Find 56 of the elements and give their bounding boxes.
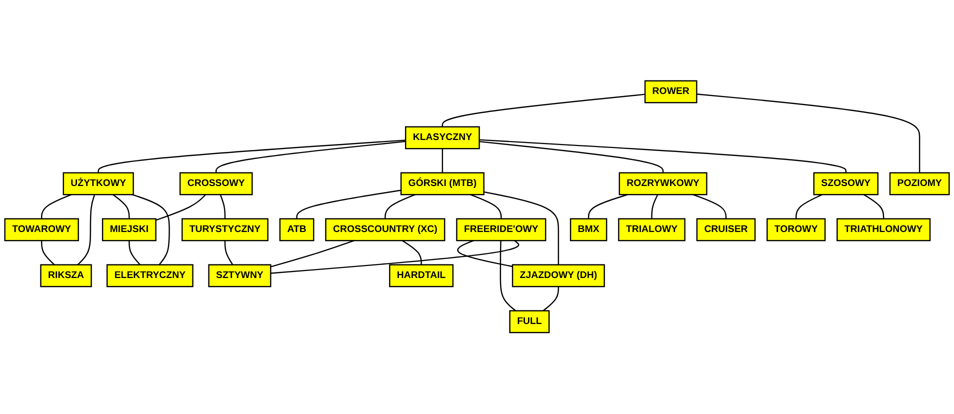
node-box: SZTYWNY <box>208 264 272 288</box>
connector <box>442 94 646 128</box>
node-box: CRUISER <box>696 218 756 242</box>
connector <box>863 194 884 220</box>
connector <box>216 141 406 174</box>
connector <box>402 240 422 266</box>
connector <box>588 194 628 220</box>
node-box: HARDTAIL <box>389 264 454 288</box>
connector <box>479 140 846 174</box>
node-box: TOROWY <box>766 218 826 242</box>
connector <box>457 240 513 268</box>
node-box: CROSSOWY <box>179 172 253 196</box>
connector <box>296 190 402 220</box>
connector <box>77 194 96 266</box>
connector <box>384 194 416 220</box>
connector <box>484 192 560 266</box>
node-box: POZIOMY <box>889 172 950 196</box>
connector <box>696 94 920 174</box>
node-box: ROZRYWKOWY <box>618 172 708 196</box>
node-box: ATB <box>279 218 314 242</box>
node-box: RIKSZA <box>40 264 92 288</box>
connector <box>500 240 516 312</box>
node-box: TURYSTYCZNY <box>182 218 268 242</box>
node-box: TRIATHLONOWY <box>836 218 931 242</box>
connector <box>224 240 234 266</box>
connector <box>479 141 664 174</box>
connector <box>442 148 444 174</box>
connector <box>470 194 502 220</box>
node-box: GÓRSKI (MTB) <box>400 172 484 196</box>
node-box: TOWAROWY <box>4 218 79 242</box>
node-box: ROWER <box>644 80 698 104</box>
connector <box>270 240 520 274</box>
node-box: ZJAZDOWY (DH) <box>512 264 605 288</box>
connector <box>795 194 823 220</box>
node-box: BMX <box>570 218 608 242</box>
node-box: UŻYTKOWY <box>62 172 134 196</box>
node-box: ELEKTRYCZNY <box>106 264 194 288</box>
connector <box>41 194 72 220</box>
connector <box>98 140 406 174</box>
connector <box>112 194 130 220</box>
connector <box>651 194 658 220</box>
connector <box>41 240 55 266</box>
connector <box>692 194 727 220</box>
connector <box>542 286 560 312</box>
node-box: SZOSOWY <box>813 172 878 196</box>
connector <box>270 240 354 268</box>
node-box: TRIALOWY <box>618 218 686 242</box>
node-box: MIEJSKI <box>102 218 156 242</box>
connector <box>128 240 141 266</box>
connector <box>220 194 226 220</box>
node-box: FREERIDE'OWY <box>456 218 546 242</box>
connector <box>132 194 170 266</box>
node-box: FULL <box>509 310 550 334</box>
node-box: CROSSCOUNTRY (XC) <box>325 218 446 242</box>
node-box: KLASYCZNY <box>405 126 480 150</box>
connector <box>156 194 206 222</box>
